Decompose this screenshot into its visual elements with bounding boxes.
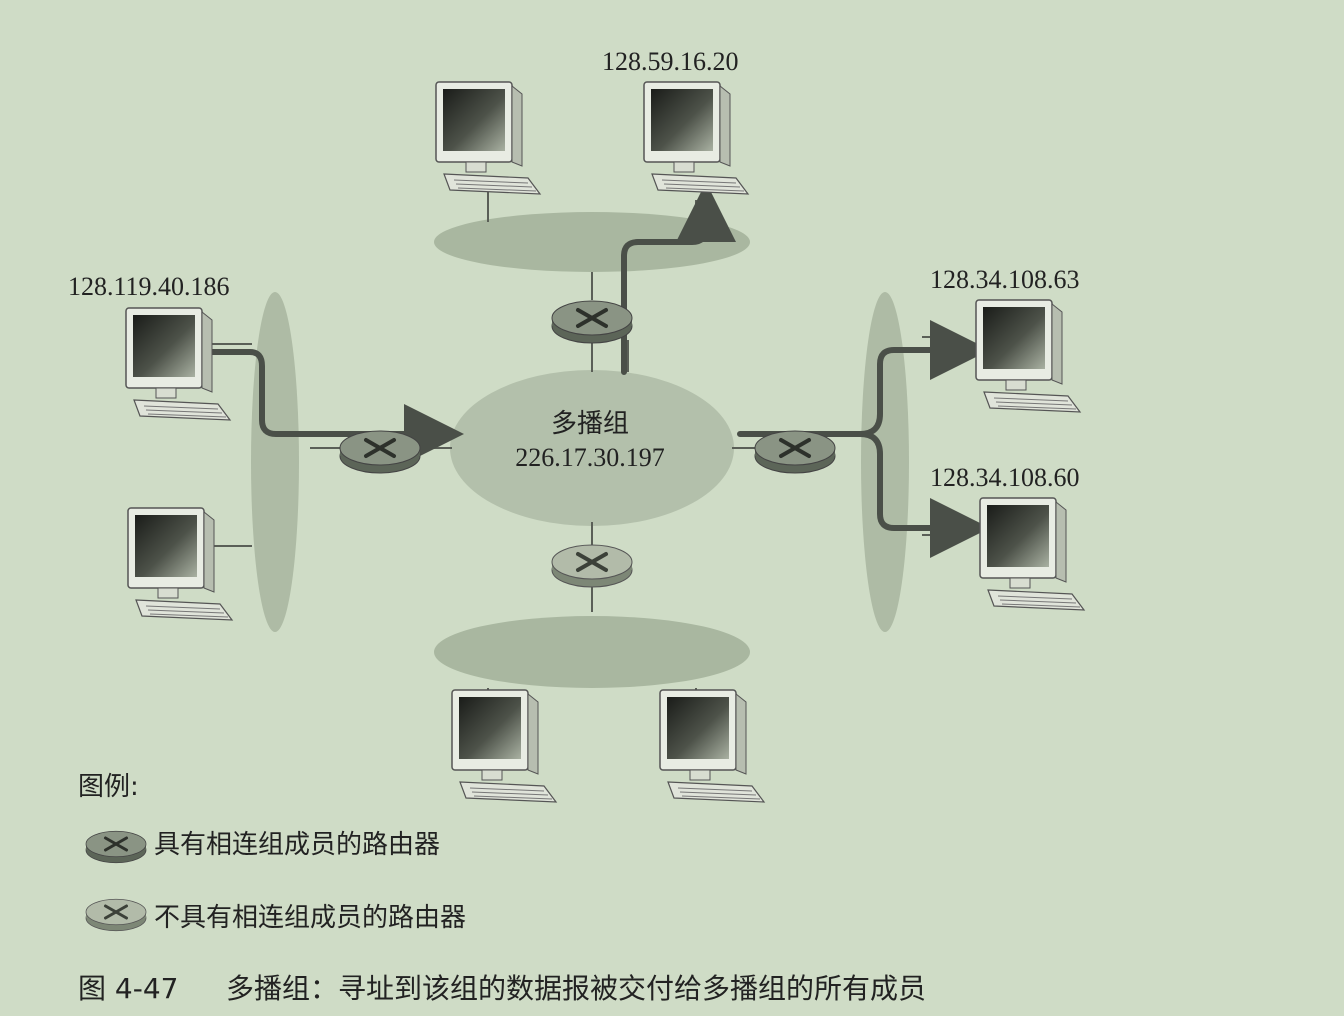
figure-caption: 多播组：寻址到该组的数据报被交付给多播组的所有成员 [226, 972, 926, 1005]
figure-number: 图 4-47 [78, 972, 178, 1005]
host-top-left [435, 81, 541, 195]
router-top [550, 299, 634, 345]
legend-nonmember-router-label: 不具有相连组成员的路由器 [154, 903, 466, 933]
ip-label-left: 128.119.40.186 [68, 272, 230, 301]
host-bottom-left [451, 689, 557, 803]
host-right-bottom [979, 497, 1085, 611]
ip-label-right-bottom: 128.34.108.60 [930, 463, 1080, 492]
host-right-top [975, 299, 1081, 413]
lan-right [861, 292, 909, 632]
host-bottom-right [659, 689, 765, 803]
lan-top [434, 212, 750, 272]
ip-label-right-top: 128.34.108.63 [930, 265, 1080, 294]
lan-left [251, 292, 299, 632]
legend-member-router-label: 具有相连组成员的路由器 [154, 830, 440, 860]
router-right [753, 429, 837, 475]
legend-member-router-icon [84, 829, 148, 865]
host-left-bottom [127, 507, 233, 621]
group-label: 多播组 [551, 409, 629, 439]
legend-title: 图例: [78, 772, 139, 802]
path-to-right-host-1 [737, 320, 990, 437]
path-source-to-group [197, 349, 464, 464]
lan-bottom [434, 616, 750, 688]
router-bottom [550, 543, 634, 589]
host-top-right [643, 81, 749, 195]
host-left-top [125, 307, 231, 421]
multicast-group-cloud [450, 370, 734, 526]
group-address: 226.17.30.197 [515, 443, 665, 472]
ip-label-top: 128.59.16.20 [602, 47, 739, 76]
legend-nonmember-router-icon [84, 897, 148, 933]
datagram-paths [197, 182, 990, 558]
router-left [338, 429, 422, 475]
path-to-right-host-2 [857, 431, 990, 558]
path-to-top-host [621, 182, 736, 375]
